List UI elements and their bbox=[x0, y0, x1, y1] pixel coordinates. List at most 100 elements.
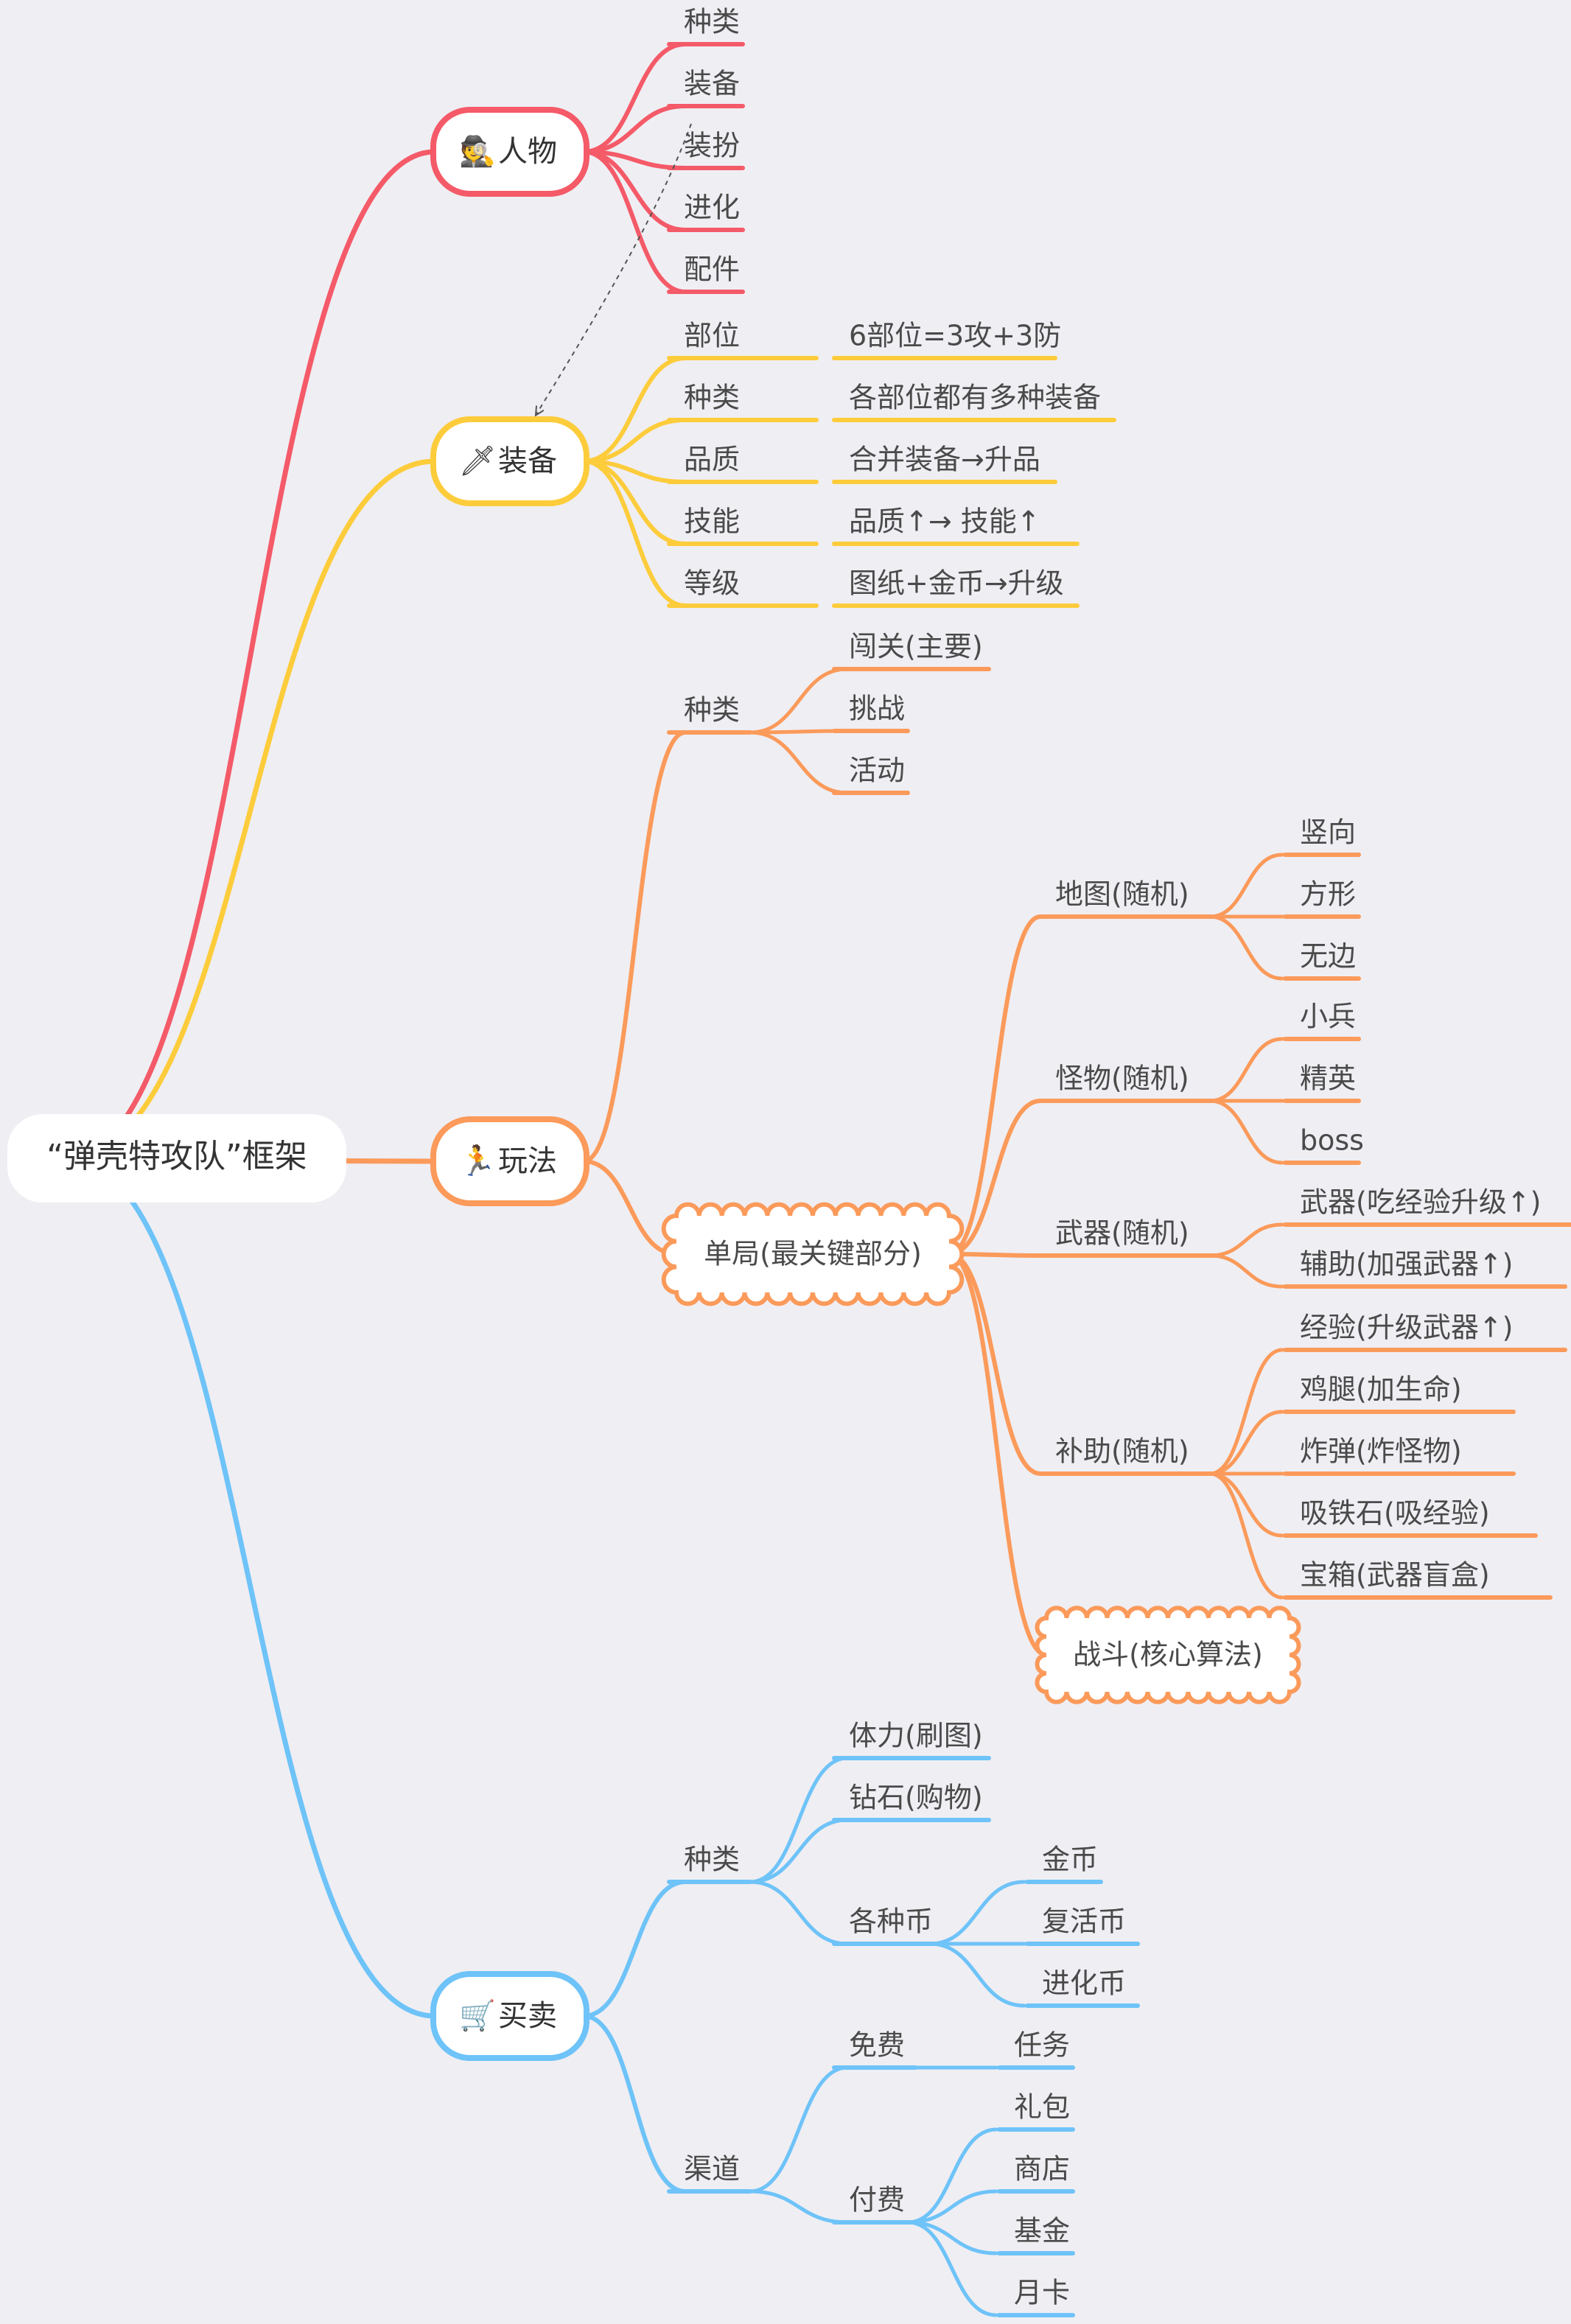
branch-maimai[interactable]: 🛒买卖 bbox=[430, 1971, 589, 2061]
shopping-cart-icon: 🛒 bbox=[459, 1998, 496, 2033]
connector-line bbox=[748, 1880, 850, 1946]
topic-maimai-1-0: 免费 bbox=[849, 2029, 905, 2062]
topic-renwu-4: 配件 bbox=[684, 253, 740, 286]
topic-maimai-0-2-2: 进化币 bbox=[1042, 1967, 1126, 2000]
branch-box bbox=[430, 416, 589, 506]
topic-zhuangbei-0: 部位 bbox=[684, 320, 740, 352]
topic-maimai-1-1-2: 基金 bbox=[1014, 2215, 1070, 2247]
connector-line bbox=[748, 1818, 850, 1884]
topic-wanfa-1-1: 怪物(随机) bbox=[1055, 1063, 1189, 1095]
topic-zhuangbei-1-detail: 各部位都有多种装备 bbox=[849, 382, 1101, 414]
connector-line bbox=[1208, 1410, 1284, 1476]
branch-box bbox=[430, 1971, 589, 2061]
topic-wanfa-1-3-1: 鸡腿(加生命) bbox=[1300, 1373, 1462, 1406]
topic-maimai-0-2: 各种币 bbox=[849, 1905, 933, 1938]
topic-wanfa-1-1-1: 精英 bbox=[1300, 1063, 1356, 1095]
connector-line bbox=[1208, 914, 1284, 981]
topic-wanfa-1-3-4: 宝箱(武器盲盒) bbox=[1300, 1559, 1490, 1592]
topic-wanfa-1-0: 地图(随机) bbox=[1055, 878, 1189, 911]
topic-renwu-3: 进化 bbox=[684, 192, 740, 224]
topic-maimai-1-1-3: 月卡 bbox=[1014, 2277, 1070, 2309]
connector-line bbox=[1208, 853, 1284, 919]
connector-line bbox=[1208, 1471, 1284, 1538]
topic-wanfa-1-2: 武器(随机) bbox=[1055, 1217, 1189, 1250]
connector-line bbox=[947, 1252, 1043, 1476]
topic-wanfa-1-2-0: 武器(吃经验升级↑) bbox=[1300, 1186, 1542, 1219]
connector-line bbox=[748, 2065, 850, 2194]
topic-maimai-0: 种类 bbox=[684, 1844, 740, 1876]
branch-box bbox=[430, 1116, 589, 1206]
branch-label: 人物 bbox=[498, 135, 557, 169]
topic-wanfa-0: 种类 bbox=[684, 694, 740, 727]
topic-wanfa-0-0: 闯关(主要) bbox=[849, 631, 983, 663]
topic-zhuangbei-2-detail: 合并装备→升品 bbox=[849, 444, 1040, 476]
topic-maimai-0-2-1: 复活币 bbox=[1042, 1905, 1126, 1938]
connector-line bbox=[63, 149, 438, 1161]
connector-line bbox=[947, 1252, 1049, 1657]
topic-maimai-1-1-1: 商店 bbox=[1014, 2153, 1070, 2185]
topic-wanfa-1-0-1: 方形 bbox=[1300, 878, 1356, 911]
connector-line bbox=[581, 418, 687, 463]
topic-zhuangbei-3-detail: 品质↑→ 技能↑ bbox=[849, 505, 1040, 538]
connector-line bbox=[1208, 1471, 1284, 1600]
connector-line bbox=[928, 1942, 1026, 2008]
detective-icon: 🕵 bbox=[459, 134, 496, 169]
branch-renwu[interactable]: 🕵人物 bbox=[430, 107, 589, 197]
topic-wanfa-1-0-2: 无边 bbox=[1300, 940, 1356, 973]
connector-line bbox=[748, 730, 850, 795]
topic-wanfa-1-3-2: 炸弹(炸怪物) bbox=[1300, 1435, 1462, 1468]
connector-line bbox=[947, 914, 1043, 1256]
connector-line bbox=[748, 2189, 850, 2225]
connector-line bbox=[581, 730, 687, 1163]
topic-wanfa-1-3-3: 吸铁石(吸经验) bbox=[1300, 1497, 1490, 1530]
topic-wanfa-1-1-0: 小兵 bbox=[1300, 1001, 1356, 1033]
connector-line bbox=[928, 1880, 1026, 1946]
branch-wanfa[interactable]: 🏃玩法 bbox=[430, 1116, 589, 1206]
connector-line bbox=[581, 1159, 679, 1256]
connector-line bbox=[1208, 1037, 1284, 1103]
topic-zhuangbei-4: 等级 bbox=[684, 567, 740, 600]
topic-zhuangbei-1: 种类 bbox=[684, 382, 740, 414]
connector-line bbox=[581, 356, 687, 463]
branch-zhuangbei[interactable]: 🗡装备 bbox=[430, 416, 589, 506]
connector-line bbox=[581, 150, 687, 294]
topic-renwu-2: 装扮 bbox=[684, 130, 740, 162]
relation-arrow bbox=[536, 123, 692, 414]
topic-maimai-1-1: 付费 bbox=[849, 2184, 905, 2216]
topic-wanfa-1-1-2: boss bbox=[1300, 1124, 1364, 1157]
connector-line bbox=[581, 2014, 687, 2194]
connector-line bbox=[906, 2127, 998, 2225]
topic-wanfa-1-3: 补助(随机) bbox=[1055, 1435, 1189, 1468]
connector-line bbox=[947, 1099, 1043, 1256]
connector-line bbox=[63, 1155, 438, 2019]
topic-wanfa-1-0-0: 竖向 bbox=[1300, 816, 1356, 849]
connector-line bbox=[906, 2220, 998, 2317]
topic-maimai-1-0-0: 任务 bbox=[1014, 2029, 1070, 2062]
dagger-icon: 🗡 bbox=[459, 444, 497, 478]
topic-zhuangbei-3: 技能 bbox=[684, 505, 740, 538]
cloud-border bbox=[661, 1202, 965, 1306]
topic-wanfa-single-round[interactable]: 单局(最关键部分) bbox=[661, 1202, 965, 1306]
connector-line bbox=[63, 458, 438, 1161]
connector-line bbox=[581, 42, 687, 154]
topic-wanfa-battle[interactable]: 战斗(核心算法) bbox=[1035, 1606, 1301, 1704]
topic-zhuangbei-0-detail: 6部位=3攻+3防 bbox=[849, 320, 1061, 352]
topic-maimai-1: 渠道 bbox=[684, 2153, 740, 2185]
connector-line bbox=[1208, 1253, 1284, 1289]
topic-maimai-0-0: 体力(刷图) bbox=[849, 1720, 983, 1752]
topic-renwu-0: 种类 bbox=[684, 6, 740, 38]
branch-box bbox=[430, 107, 589, 197]
cloud-border bbox=[1035, 1606, 1301, 1704]
connector-line bbox=[906, 2220, 998, 2255]
mindmap-relations bbox=[536, 123, 692, 414]
connector-line bbox=[906, 2189, 998, 2225]
connector-line bbox=[748, 667, 850, 735]
root-node[interactable]: “弹壳特攻队”框架 bbox=[7, 1114, 346, 1203]
connector-line bbox=[581, 459, 687, 608]
topic-label: 单局(最关键部分) bbox=[704, 1238, 922, 1270]
connector-line bbox=[581, 104, 687, 154]
topic-wanfa-0-2: 活动 bbox=[849, 755, 905, 787]
branch-label: 买卖 bbox=[498, 1999, 557, 2033]
topic-renwu-1: 装备 bbox=[684, 68, 740, 100]
